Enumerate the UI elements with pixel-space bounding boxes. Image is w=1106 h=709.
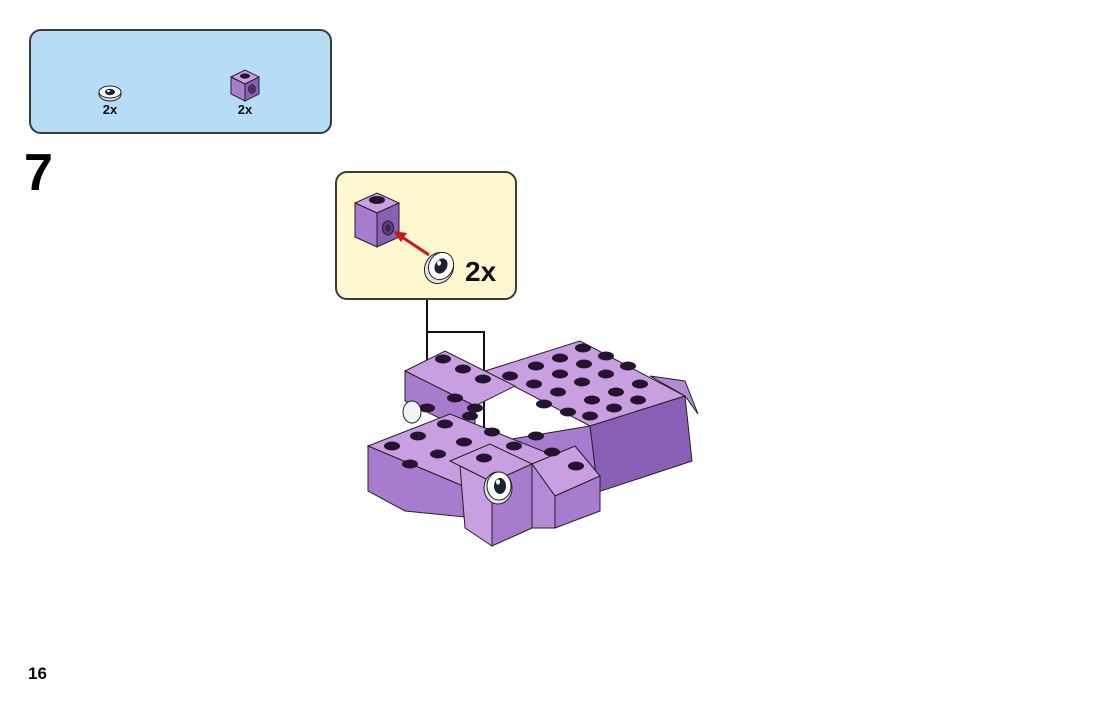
eye-tile-icon bbox=[483, 471, 513, 505]
parts-list-box: 2x 2x bbox=[29, 29, 332, 134]
subassembly-callout: 2x bbox=[335, 171, 517, 300]
hippo-model bbox=[366, 340, 699, 547]
parts-qty-eye: 2x bbox=[102, 102, 118, 117]
parts-item-brick: 2x bbox=[227, 67, 263, 117]
step-number: 7 bbox=[24, 144, 53, 202]
purple-brick-1x1-icon bbox=[229, 69, 261, 102]
purple-brick-1x1-icon bbox=[353, 192, 401, 248]
page-number: 16 bbox=[28, 664, 47, 683]
eye-tile-icon bbox=[402, 400, 422, 424]
subassembly-illustration bbox=[353, 192, 455, 285]
callout-quantity: 2x bbox=[465, 256, 497, 287]
parts-qty-brick: 2x bbox=[237, 102, 253, 117]
red-arrow-icon bbox=[393, 231, 430, 257]
eye-tile-icon bbox=[98, 85, 122, 102]
eye-tile-icon bbox=[423, 251, 455, 285]
model-illustration bbox=[300, 296, 710, 561]
parts-item-eye: 2x bbox=[97, 83, 123, 117]
